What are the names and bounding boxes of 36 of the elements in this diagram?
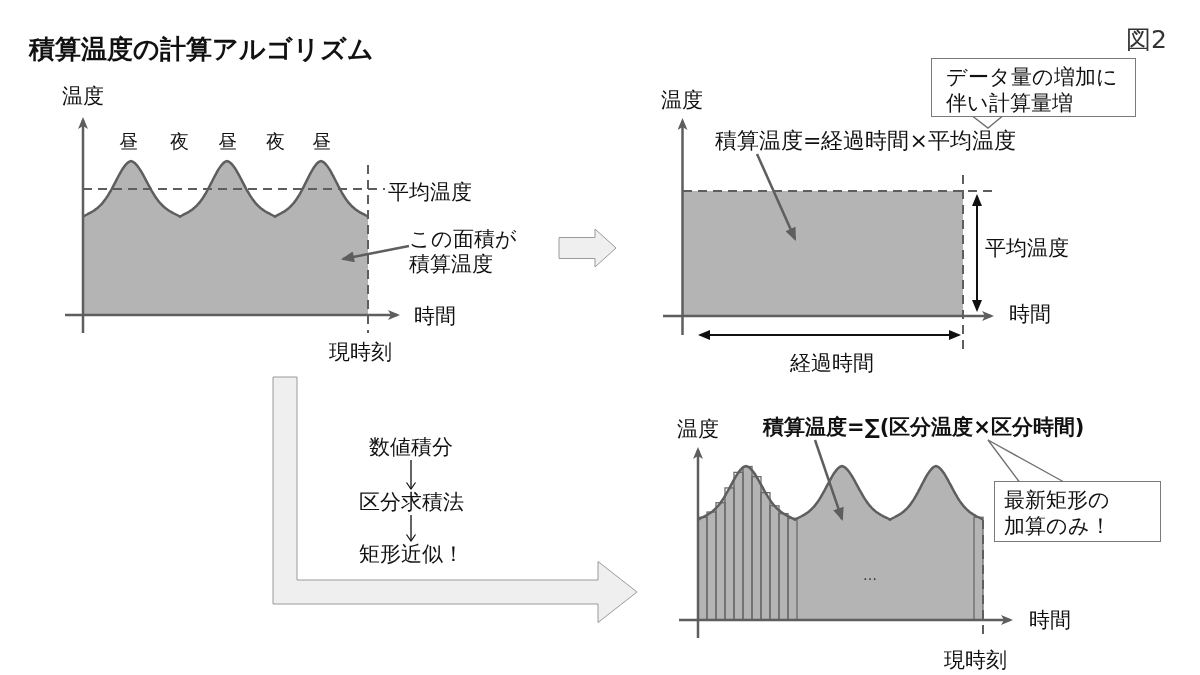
shaded-rectangle	[683, 191, 963, 316]
down-arrow	[405, 459, 417, 490]
axis-label: 時間	[414, 304, 456, 328]
dimension-label: 経過時間	[790, 351, 874, 375]
annotation-text: この面積が積算温度	[409, 227, 519, 277]
line-label: 現時刻	[329, 340, 392, 364]
axis-label: 時間	[1029, 608, 1071, 632]
formula-text: 積算温度=∑(区分温度×区分時間)	[763, 414, 1085, 440]
period-label: 昼	[119, 130, 138, 152]
axis-label: 時間	[1009, 302, 1051, 326]
period-label: 夜	[266, 130, 285, 152]
dimension-label: 平均温度	[985, 236, 1069, 260]
step-text: 区分求積法	[358, 490, 464, 514]
figure-number: 図2	[1126, 25, 1167, 55]
down-arrow	[405, 514, 417, 542]
axis-label: 温度	[677, 417, 719, 441]
line-label: 現時刻	[944, 648, 1007, 672]
callout-box: 最新矩形の加算のみ！	[994, 481, 1161, 542]
period-label: 夜	[170, 130, 189, 152]
step-text: 数値積分	[369, 435, 453, 459]
callout-box: データ量の増加に伴い計算量増	[931, 58, 1136, 117]
ellipsis: …	[863, 567, 877, 583]
leader-arrow	[813, 439, 844, 522]
period-label: 昼	[312, 130, 331, 152]
leader-arrow	[755, 153, 797, 241]
diagram-title: 積算温度の計算アルゴリズム	[29, 34, 374, 64]
block-arrow	[272, 376, 638, 623]
step-text: 矩形近似！	[358, 542, 464, 566]
shaded-area	[83, 161, 368, 315]
line-label: 平均温度	[388, 180, 472, 204]
axis-label: 温度	[62, 84, 104, 108]
axis-label: 温度	[661, 88, 703, 112]
formula-text: 積算温度=経過時間×平均温度	[715, 128, 1016, 154]
leader-arrow	[340, 244, 410, 263]
block-arrow	[558, 228, 617, 268]
period-label: 昼	[218, 130, 237, 152]
